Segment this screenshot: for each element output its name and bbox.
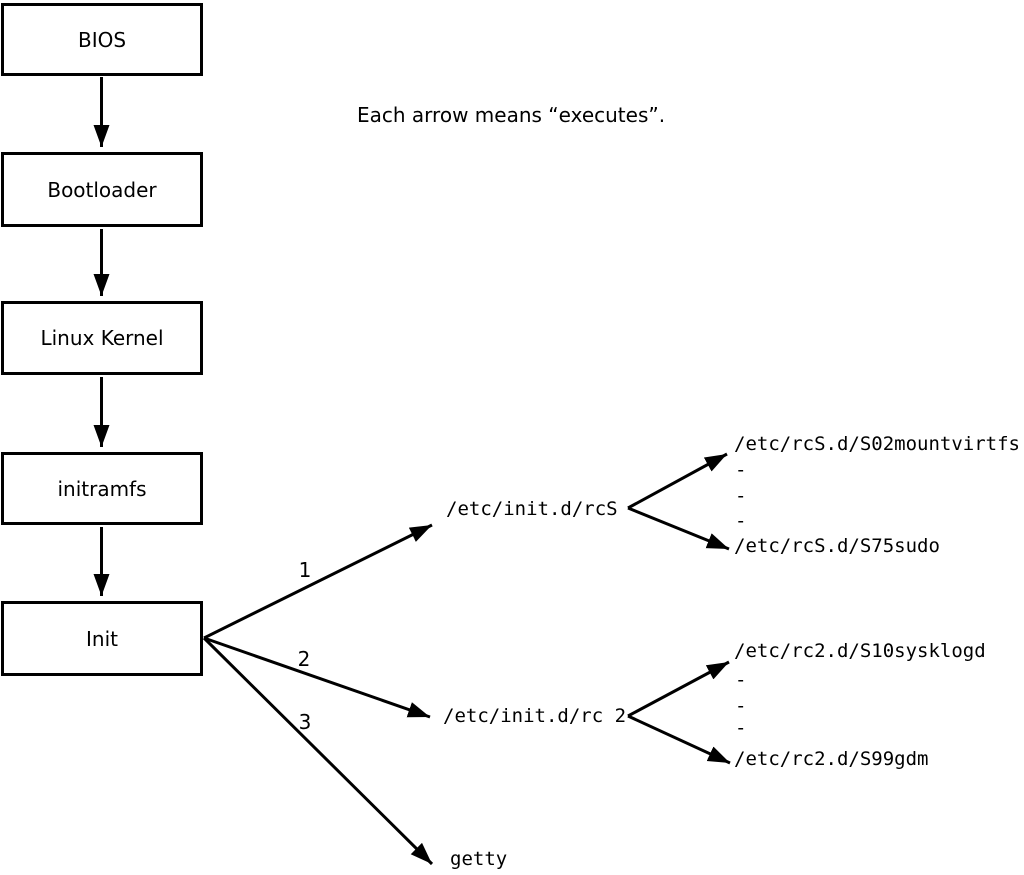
node-rcS-first-script: /etc/rcS.d/S02mountvirtfs	[734, 433, 1020, 455]
arrow-init-to-rc2	[203, 636, 431, 719]
arrow-label-2: 2	[297, 647, 311, 671]
arrow-rc2-to-s99	[627, 714, 731, 765]
rc2-ellipsis-dash: -	[735, 669, 747, 691]
node-rc2-last-script: /etc/rc2.d/S99gdm	[734, 748, 929, 770]
diagram-caption: Each arrow means “executes”.	[357, 103, 666, 127]
rcS-ellipsis-dash: -	[735, 510, 747, 532]
rcS-ellipsis-dash: -	[735, 459, 747, 481]
arrow-rc2-to-s10	[627, 660, 730, 718]
arrow-label-1: 1	[298, 558, 312, 582]
node-init-d-rcS: /etc/init.d/rcS	[446, 498, 618, 520]
box-linux-kernel: Linux Kernel	[1, 301, 203, 375]
box-bootloader: Bootloader	[1, 152, 203, 227]
node-getty: getty	[450, 848, 508, 870]
rc2-ellipsis-dash: -	[735, 717, 747, 739]
arrow-rcS-to-s02	[627, 452, 728, 510]
box-bios-label: BIOS	[77, 27, 127, 52]
arrow-init-to-getty	[202, 636, 434, 866]
box-bootloader-label: Bootloader	[47, 177, 157, 202]
box-bios: BIOS	[1, 3, 203, 76]
box-init: Init	[1, 601, 203, 676]
node-rcS-last-script: /etc/rcS.d/S75sudo	[734, 535, 940, 557]
arrow-init-to-rcS	[203, 523, 433, 640]
arrow-label-3: 3	[298, 710, 312, 734]
node-rc2-first-script: /etc/rc2.d/S10sysklogd	[734, 640, 986, 662]
rc2-ellipsis-dash: -	[735, 695, 747, 717]
box-init-label: Init	[86, 626, 118, 651]
rcS-ellipsis-dash: -	[735, 485, 747, 507]
box-initramfs: initramfs	[1, 452, 203, 525]
box-linux-kernel-label: Linux Kernel	[40, 326, 164, 350]
box-initramfs-label: initramfs	[57, 476, 147, 501]
arrow-rcS-to-s75	[627, 506, 730, 551]
node-init-d-rc2: /etc/init.d/rc 2	[443, 705, 627, 727]
